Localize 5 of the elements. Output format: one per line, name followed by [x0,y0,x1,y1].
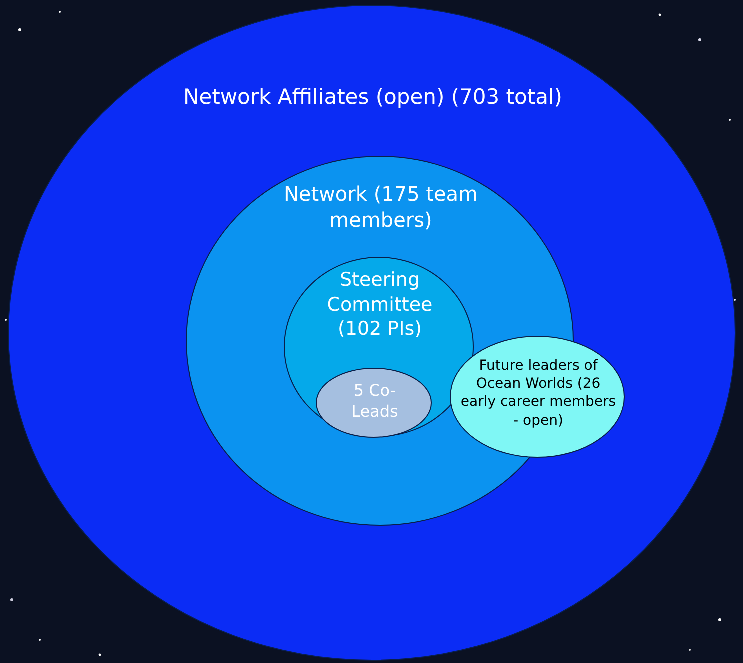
ellipse-label: Future leaders of Ocean Worlds (26 early career members - open) [460,357,618,430]
ellipse-label: Network (175 team members) [282,181,480,233]
ellipse-label: Steering Committee (102 PIs) [326,268,434,342]
ellipse-label: Network Affiliates (open) (703 total) [182,84,564,111]
ellipse-label: 5 Co-Leads [350,381,400,423]
